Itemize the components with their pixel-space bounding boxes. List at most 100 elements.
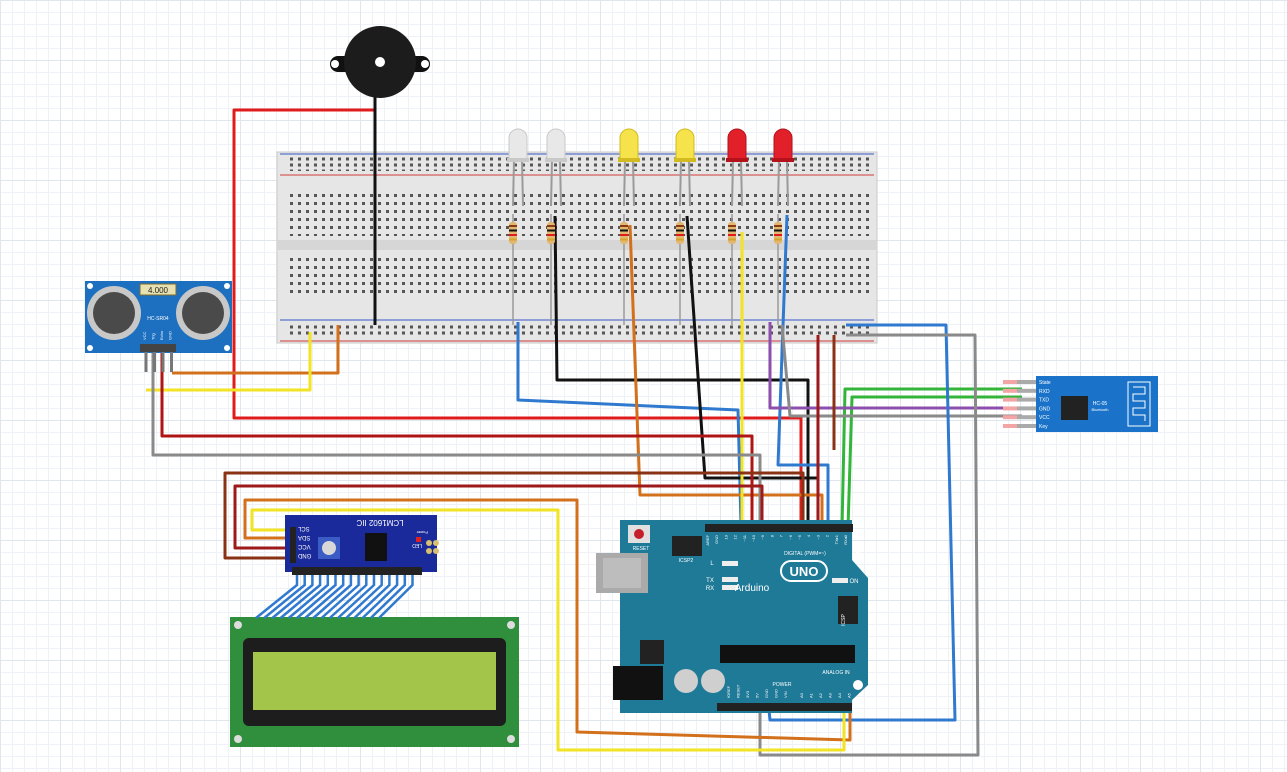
led-5 bbox=[726, 128, 748, 207]
sensor-pin-label-echo: Echo bbox=[159, 330, 164, 340]
led-1 bbox=[507, 128, 529, 207]
bt-model: HC-05 bbox=[1093, 401, 1108, 407]
lcd-display bbox=[230, 617, 519, 747]
led-2 bbox=[545, 128, 567, 207]
lcd-header-wire bbox=[320, 575, 360, 619]
sensor-pin-label-vcc: VCC bbox=[142, 331, 147, 340]
arduino-digital-pin: ~5 bbox=[797, 534, 802, 539]
arduino-analog-pin: A2 bbox=[818, 692, 823, 698]
resistor-6 bbox=[774, 214, 782, 325]
wire-red-buzzer bbox=[232, 108, 803, 528]
arduino-analog-pin: A1 bbox=[809, 692, 814, 698]
arduino-digital-pin: GND bbox=[714, 535, 719, 544]
arduino-digital-pin: ~9 bbox=[760, 534, 765, 539]
wire-orange-led3 bbox=[628, 224, 824, 528]
wires bbox=[146, 94, 1022, 757]
arduino-power-label: POWER bbox=[773, 682, 792, 688]
arduino-digital-pin: TX▸1 bbox=[834, 534, 839, 544]
sensor-pin-label-trig: Trig bbox=[151, 333, 156, 340]
arduino-power-pin: 3V3 bbox=[745, 690, 750, 698]
lcd-pin-label-scl: SCL bbox=[297, 525, 309, 531]
arduino-digital-pin: 12 bbox=[733, 534, 738, 539]
arduino-digital-pin: AREF bbox=[705, 534, 710, 545]
lcd-header-wires bbox=[255, 575, 414, 619]
lcd-led-label: LED bbox=[412, 542, 422, 548]
bt-pin-label-vcc: VCC bbox=[1039, 415, 1050, 421]
lcd-header-wire bbox=[328, 575, 368, 619]
arduino-digital-pin: RX◂0 bbox=[843, 534, 848, 545]
arduino-power-pin: 5V bbox=[755, 693, 760, 698]
bt-pin-label-gnd: GND bbox=[1039, 406, 1051, 412]
arduino-uno: Arduino UNO DIGITAL (PWM=~) RESET ICSP2 … bbox=[596, 520, 868, 713]
sensor-pin-label-gnd: GND bbox=[168, 331, 173, 340]
arduino-power-pin: GND bbox=[764, 689, 769, 698]
arduino-icsp-label: ICSP bbox=[841, 614, 847, 626]
bt-pin-label-rxd: RXD bbox=[1039, 389, 1050, 395]
arduino-analog-pin: A3 bbox=[828, 692, 833, 698]
lcd-header-wire bbox=[353, 575, 391, 619]
wire-darkred-sensor bbox=[160, 350, 754, 528]
wire-gray-sensor bbox=[151, 350, 762, 528]
lcd-pin-label-gnd: GND bbox=[297, 552, 311, 558]
lcd-header-wire bbox=[255, 575, 299, 619]
arduino-rx-label: RX bbox=[706, 586, 714, 592]
lcd-pin-label-sda: SDA bbox=[298, 534, 310, 540]
wire-orange-sensor bbox=[172, 325, 340, 375]
lcd-header-wire bbox=[345, 575, 383, 619]
arduino-digital-pin: ~6 bbox=[788, 534, 793, 539]
arduino-power-pin: IOREF bbox=[726, 685, 731, 698]
resistor-2 bbox=[547, 214, 555, 325]
sensor-model: HC-SR04 bbox=[147, 316, 169, 322]
ultrasonic-sensor: 4.000 HC-SR04 bbox=[85, 281, 232, 353]
arduino-tx-label: TX bbox=[706, 578, 714, 584]
arduino-digital-pin: ~11 bbox=[742, 534, 747, 541]
wire-yellow-sensor bbox=[146, 332, 312, 392]
bt-pin-label-txd: TXD bbox=[1039, 398, 1049, 404]
arduino-analog-pin: A4 bbox=[837, 692, 842, 698]
lcd-header-wire bbox=[378, 575, 414, 619]
lcd-header-wire bbox=[287, 575, 330, 619]
leds bbox=[507, 128, 794, 325]
arduino-model: UNO bbox=[790, 564, 819, 579]
lcd-header-wire bbox=[271, 575, 314, 619]
bt-pin-label-state: State bbox=[1039, 380, 1051, 386]
lcd-header-wire bbox=[337, 575, 376, 619]
bt-sub: Bluetooth bbox=[1092, 407, 1109, 412]
led-4 bbox=[674, 128, 696, 207]
wire-brown-lcd bbox=[223, 471, 805, 560]
wire-purple-bt bbox=[768, 322, 1022, 410]
arduino-digital-pin: 8 bbox=[769, 534, 774, 537]
arduino-icsp2-label: ICSP2 bbox=[679, 558, 694, 564]
wire-orange-lcd bbox=[243, 498, 852, 742]
arduino-digital-pin: 13 bbox=[723, 534, 728, 539]
lcd-power-label: Power bbox=[416, 530, 428, 535]
arduino-digital-pin: 7 bbox=[779, 534, 784, 537]
resistor-4 bbox=[676, 214, 684, 325]
arduino-l-label: L bbox=[710, 561, 714, 567]
bluetooth-module: HC-05 Bluetooth bbox=[1036, 376, 1158, 432]
led-6 bbox=[772, 128, 794, 207]
lcd-header-wire bbox=[296, 575, 337, 619]
arduino-digital-label: DIGITAL (PWM=~) bbox=[784, 551, 826, 557]
wire-black-led2 bbox=[553, 215, 810, 528]
arduino-power-pin: GND bbox=[774, 689, 779, 698]
lcd-pin-label-vcc: VCC bbox=[297, 543, 310, 549]
wire-blue-led1 bbox=[516, 322, 743, 526]
arduino-digital-pin: ~10 bbox=[751, 534, 756, 542]
bt-pin-label-key: Key bbox=[1039, 424, 1048, 430]
arduino-power-pin: RESET bbox=[736, 684, 741, 698]
breadboard bbox=[276, 151, 878, 344]
lcd-pin-labels: SCL SDA VCC GND LED Power bbox=[297, 525, 428, 558]
wire-green-bt2 bbox=[846, 395, 1022, 529]
arduino-power-pin: VIN bbox=[783, 691, 788, 698]
arduino-digital-pin: 4 bbox=[806, 534, 811, 537]
arduino-analog-pin: A5 bbox=[847, 692, 852, 698]
resistor-1 bbox=[509, 214, 517, 325]
lcd-module-title: LCM1602 IIC bbox=[356, 518, 403, 527]
arduino-analog-label: ANALOG IN bbox=[822, 670, 850, 676]
i2c-backpack: LCM1602 IIC bbox=[285, 515, 439, 575]
wire-blue-rail bbox=[766, 323, 957, 722]
